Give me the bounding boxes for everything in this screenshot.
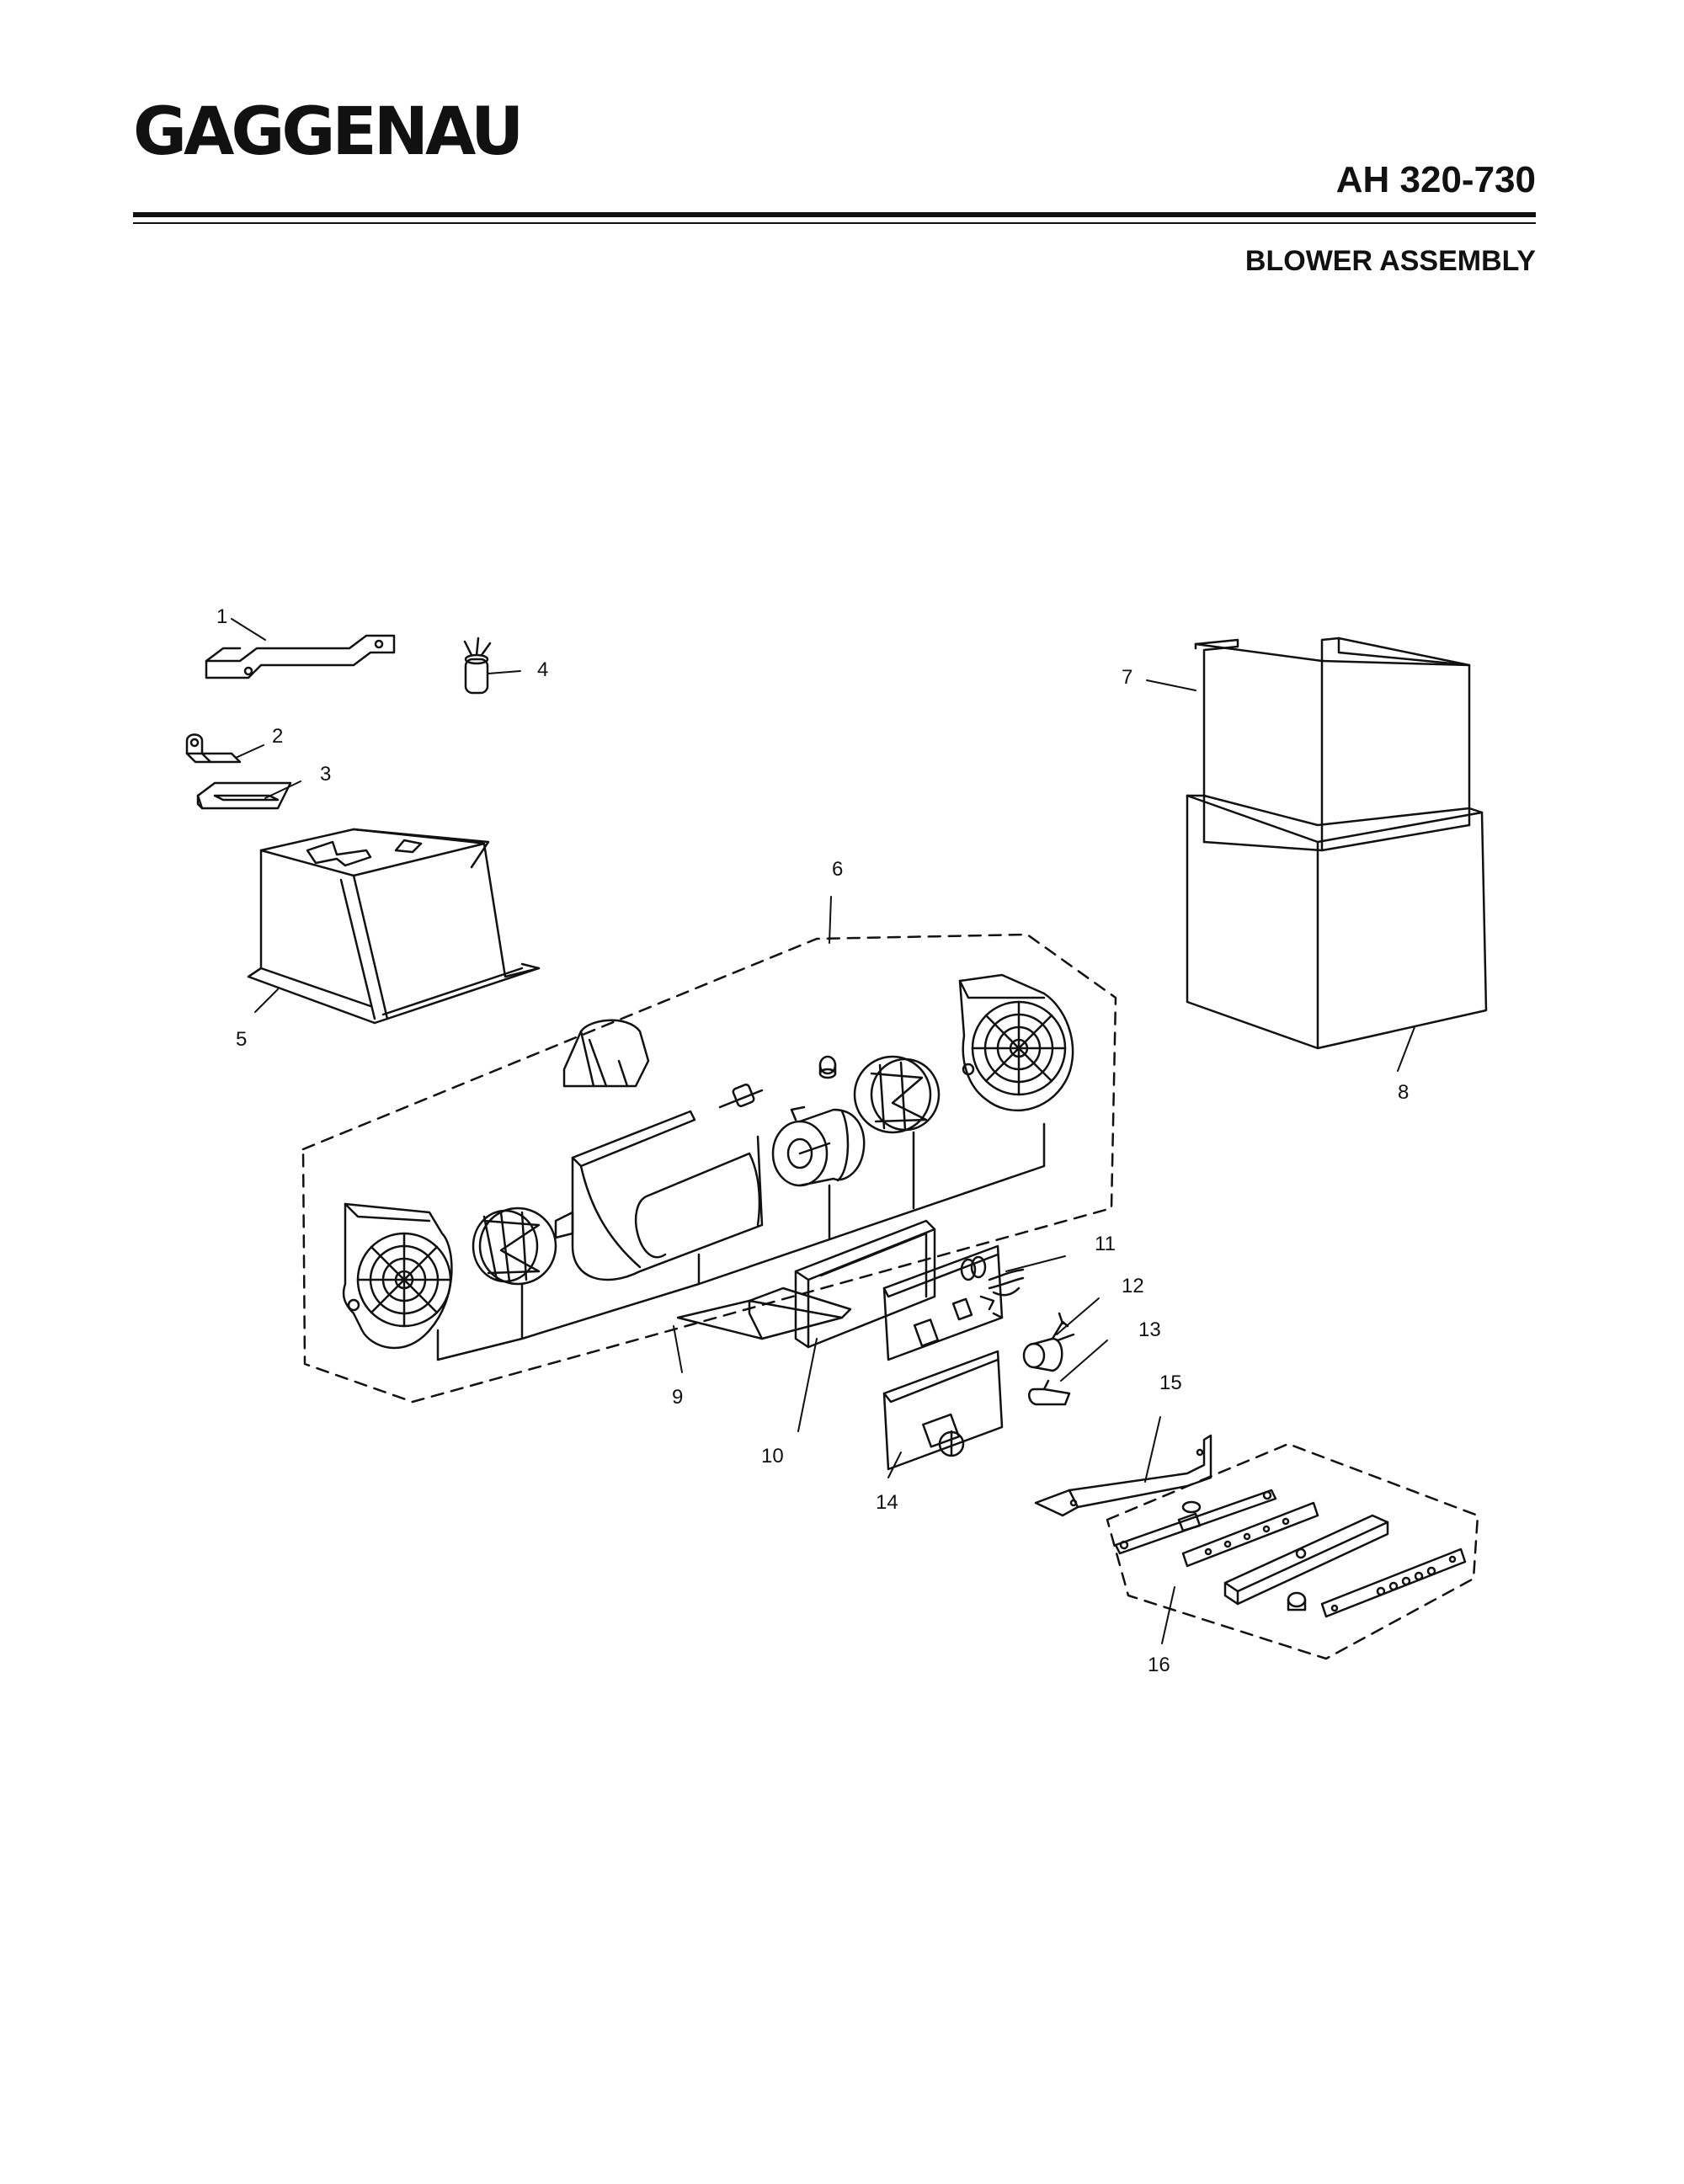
part-16-group-boundary xyxy=(1106,1442,1479,1660)
model-number: AH 320-730 xyxy=(1335,159,1536,200)
part-6-top-cover xyxy=(562,1019,650,1088)
part-7-upper-chimney xyxy=(1194,637,1471,852)
part-6-motor xyxy=(771,1105,866,1187)
callout-8: 8 xyxy=(1398,1081,1409,1104)
brand-logo: GAGGENAU xyxy=(133,94,524,170)
callout-4: 4 xyxy=(537,658,548,681)
part-6-right-wheel xyxy=(853,1055,941,1134)
part-6-bushing xyxy=(818,1055,837,1079)
callout-13: 13 xyxy=(1138,1318,1161,1341)
callout-15: 15 xyxy=(1159,1372,1182,1394)
part-10-box xyxy=(794,1219,936,1349)
part-4-capacitor xyxy=(463,637,492,695)
callout-5: 5 xyxy=(236,1028,247,1051)
callout-9: 9 xyxy=(672,1386,683,1409)
callout-labels: 1 2 3 4 5 6 7 8 9 10 11 12 13 14 15 16 xyxy=(216,605,1409,1676)
part-6-central-housing xyxy=(554,1110,764,1281)
header-rule-thin xyxy=(133,222,1536,224)
callout-16: 16 xyxy=(1148,1654,1170,1676)
part-14-switch-board xyxy=(882,1350,1004,1471)
part-6-shaft xyxy=(718,1084,764,1109)
callout-10: 10 xyxy=(761,1445,784,1468)
part-11-control-board xyxy=(882,1244,1025,1361)
header-rule-thick xyxy=(133,212,1536,217)
part-6-left-wheel xyxy=(472,1207,557,1286)
part-6-group-boundary xyxy=(301,933,1117,1404)
part-1-bracket xyxy=(205,634,396,679)
callout-11: 11 xyxy=(1095,1233,1116,1255)
callout-1: 1 xyxy=(216,605,227,628)
part-9-plate xyxy=(676,1286,852,1340)
part-3-plate xyxy=(196,781,292,810)
part-6-right-blower xyxy=(958,973,1074,1111)
part-13-clip xyxy=(1028,1379,1071,1406)
part-6-leader-lines xyxy=(436,1122,1046,1361)
callout-2: 2 xyxy=(272,725,283,748)
part-6-left-blower xyxy=(342,1202,453,1350)
callout-7: 7 xyxy=(1122,666,1132,689)
callout-3: 3 xyxy=(320,763,331,786)
callout-14: 14 xyxy=(876,1491,898,1514)
callout-12: 12 xyxy=(1122,1275,1144,1297)
part-8-lower-chimney xyxy=(1186,794,1488,1050)
part-2-clip xyxy=(185,733,242,764)
part-12-sensor xyxy=(1022,1312,1075,1372)
callout-6: 6 xyxy=(832,858,843,881)
section-title: BLOWER ASSEMBLY xyxy=(1244,245,1536,277)
part-15-bracket xyxy=(1034,1434,1212,1517)
part-16-components xyxy=(1114,1489,1467,1618)
callout-leaders xyxy=(231,618,1415,1644)
part-5-hood-body xyxy=(247,828,541,1025)
